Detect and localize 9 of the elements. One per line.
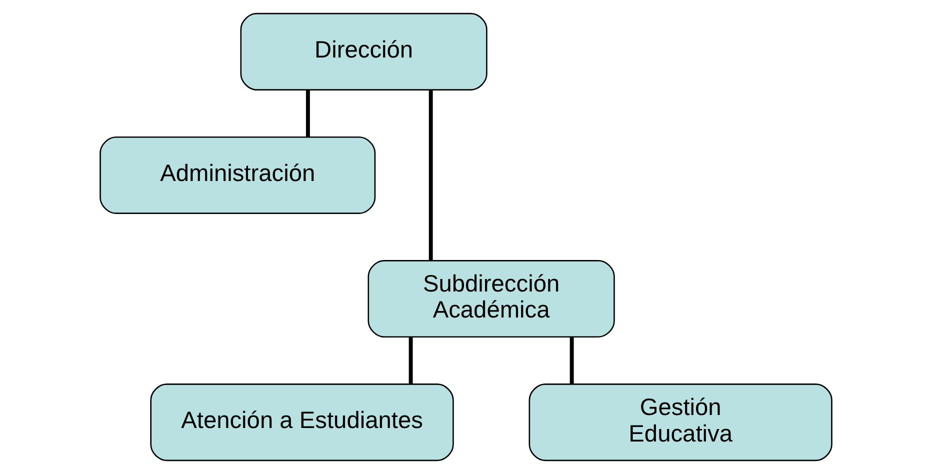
node-box: Subdirección Académica (368, 260, 615, 338)
connector (570, 337, 574, 384)
node-box: Atención a Estudiantes (150, 384, 454, 462)
connector (408, 337, 413, 384)
node-box: Dirección (240, 12, 488, 90)
connector (306, 90, 310, 137)
connector (428, 90, 433, 260)
node-box: Administración (100, 136, 376, 214)
node-box: Gestión Educativa (528, 384, 832, 462)
